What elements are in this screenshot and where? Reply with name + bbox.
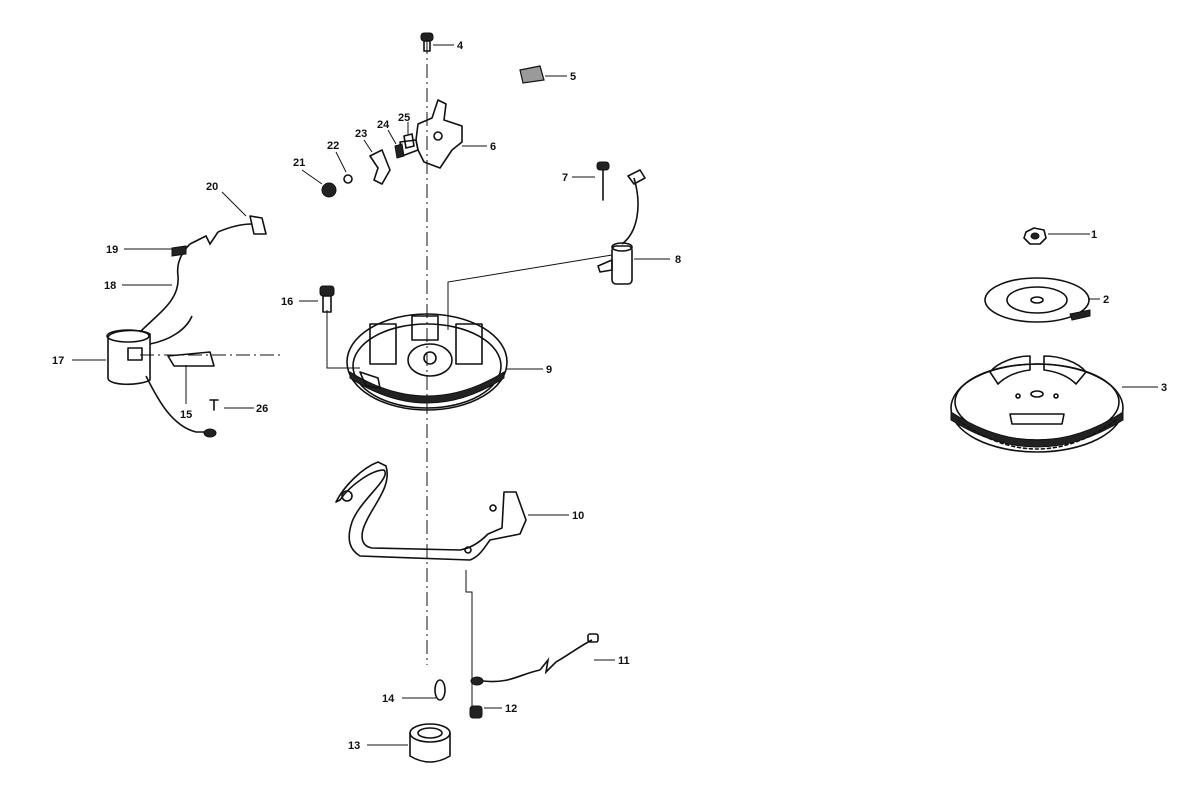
coil-ground-lead [145, 375, 206, 433]
part-20-spark-plug-boot [189, 215, 267, 246]
callout-16: 16 [281, 296, 293, 308]
part-26-pin [209, 399, 219, 411]
callout-13: 13 [348, 740, 360, 752]
part-18-high-tension-lead [139, 243, 191, 333]
part-10-support-bracket [335, 461, 527, 561]
callout-24: 24 [377, 119, 390, 131]
callout-1: 1 [1091, 229, 1097, 241]
part-3-flywheel [950, 355, 1124, 453]
part-2-washer-plate [984, 277, 1091, 323]
callout-11: 11 [618, 655, 630, 667]
part-1-nut [1023, 227, 1047, 245]
callout-10: 10 [572, 510, 584, 522]
part-11-ground-wire [470, 633, 599, 686]
part-18-secondary-lead [149, 315, 193, 345]
part-24-contact-point [394, 143, 405, 159]
callout-3: 3 [1161, 382, 1167, 394]
callout-18: 18 [104, 280, 116, 292]
callout-6: 6 [490, 141, 496, 153]
part-5-felt-pad [519, 65, 545, 84]
callout-8: 8 [675, 254, 681, 266]
callout-22: 22 [327, 140, 339, 152]
callout-4: 4 [457, 40, 464, 52]
callout-26: 26 [256, 403, 268, 415]
callout-9: 9 [546, 364, 552, 376]
part-12-screw [469, 705, 483, 719]
callout-23: 23 [355, 128, 367, 140]
part-23-cam-wiper [369, 149, 391, 185]
part-21-nut [321, 182, 337, 198]
callout-15: 15 [180, 409, 192, 421]
part-16-screw [319, 285, 335, 313]
callout-21: 21 [293, 157, 305, 169]
part-8-condenser [597, 169, 646, 285]
callout-19: 19 [106, 244, 118, 256]
part-15-lamination [167, 351, 215, 367]
part-4-screw [420, 32, 434, 52]
part-7-screw [596, 161, 610, 201]
callout-14: 14 [382, 693, 395, 705]
callout-labels: 1 2 3 4 5 6 7 8 9 10 11 12 13 14 15 16 1… [52, 40, 1167, 752]
screw-16-axis-line [326, 310, 360, 369]
callout-12: 12 [505, 703, 517, 715]
condenser-axis-line [447, 254, 613, 330]
part-25-spring [403, 133, 415, 149]
coil-ground-terminal [203, 428, 217, 438]
part-9-stator-plate [346, 313, 508, 411]
part-22-washer [343, 174, 353, 184]
part-17-coil [106, 329, 151, 386]
callout-7: 7 [562, 172, 568, 184]
callout-2: 2 [1103, 294, 1109, 306]
leader-lines [72, 44, 1158, 746]
callout-20: 20 [206, 181, 218, 193]
callout-5: 5 [570, 71, 576, 83]
part-13-bushing [409, 723, 451, 763]
callout-17: 17 [52, 355, 64, 367]
part-14-washer [434, 679, 446, 701]
screw-12-axis-line [465, 570, 473, 710]
part-19-clip [171, 245, 187, 257]
callout-25: 25 [398, 112, 410, 124]
